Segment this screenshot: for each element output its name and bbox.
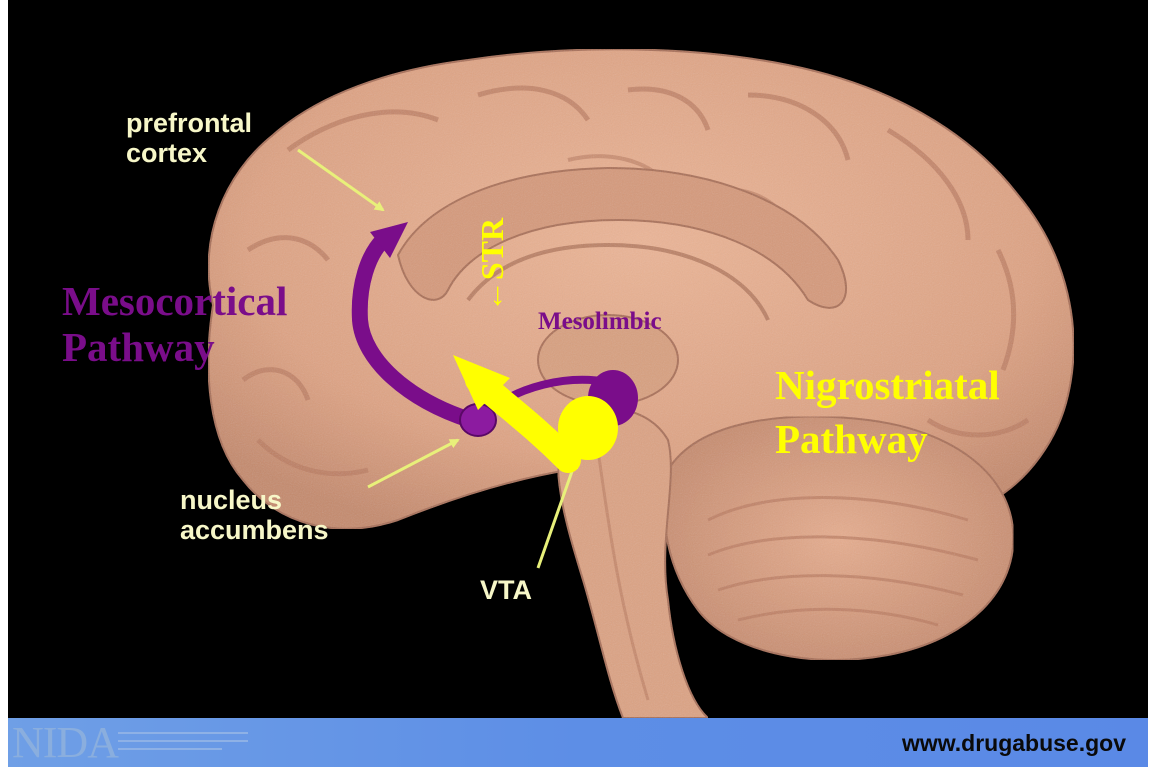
- nucleus-label-line1: nucleus: [180, 485, 329, 515]
- mesocortical-pathway-label: Mesocortical Pathway: [62, 278, 287, 370]
- nigrostriatal-label-line1: Nigrostriatal: [775, 358, 1000, 412]
- vta-label: VTA: [480, 575, 532, 605]
- prefrontal-cortex-label: prefrontal cortex: [126, 108, 252, 168]
- nigrostriatal-label-line2: Pathway: [775, 412, 1000, 466]
- str-label: ←STR: [472, 217, 512, 313]
- prefrontal-label-line2: cortex: [126, 138, 252, 168]
- diagram-frame: prefrontal cortex nucleus accumbens VTA …: [8, 0, 1148, 767]
- mesolimbic-label: Mesolimbic: [538, 308, 662, 336]
- nucleus-label-line2: accumbens: [180, 515, 329, 545]
- footer-bar: NIDA www.drugabuse.gov: [8, 718, 1148, 767]
- mesocortical-label-line1: Mesocortical: [62, 278, 287, 324]
- nigrostriatal-pathway-label: Nigrostriatal Pathway: [775, 358, 1000, 466]
- substantia-nigra-node: [558, 396, 618, 460]
- str-label-text: STR: [474, 218, 510, 280]
- site-url-link[interactable]: www.drugabuse.gov: [902, 730, 1126, 757]
- mesocortical-label-line2: Pathway: [62, 324, 287, 370]
- nucleus-accumbens-label: nucleus accumbens: [180, 485, 329, 545]
- nida-logo: NIDA: [12, 720, 118, 766]
- nida-logo-fineprint-icon: [118, 728, 248, 758]
- str-arrow-glyph: ←: [474, 280, 510, 312]
- prefrontal-label-line1: prefrontal: [126, 108, 252, 138]
